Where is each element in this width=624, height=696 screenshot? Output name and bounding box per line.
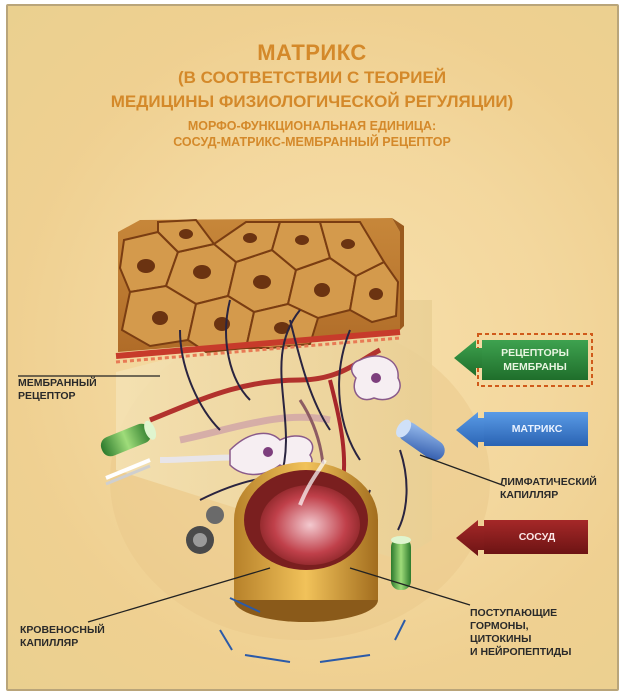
incoming-label-1: ПОСТУПАЮЩИЕ — [470, 607, 558, 619]
legend-receptors-label-1: РЕЦЕПТОРЫ — [501, 347, 569, 359]
subtitle-line-1: (В СООТВЕТСТВИИ С ТЕОРИЕЙ — [177, 68, 447, 87]
receptor-tube — [100, 420, 157, 486]
epithelium-block — [115, 218, 404, 364]
legend-receptors — [454, 333, 593, 387]
immune-cell — [186, 506, 224, 554]
legend-vessel-label: СОСУД — [518, 531, 556, 543]
lymph-capillary-label-2: КАПИЛЛЯР — [500, 489, 559, 501]
blood-capillary-label-1: КРОВЕНОСНЫЙ — [20, 624, 105, 636]
blood-capillary — [234, 459, 378, 622]
subtitle-line-3: МОРФО-ФУНКЦИОНАЛЬНАЯ ЕДИНИЦА: — [187, 119, 437, 133]
legend-receptors-label-2: МЕМБРАНЫ — [503, 361, 567, 373]
membrane-receptor-label-2: РЕЦЕПТОР — [18, 390, 76, 402]
incoming-label-3: ЦИТОКИНЫ — [470, 633, 532, 645]
subtitle-line-4: СОСУД-МАТРИКС-МЕМБРАННЫЙ РЕЦЕПТОР — [173, 135, 451, 149]
legend-vessel — [456, 520, 588, 556]
lymphatic-tube — [396, 419, 445, 461]
blood-capillary-label-2: КАПИЛЛЯР — [20, 637, 79, 649]
membrane-receptor-label-1: МЕМБРАННЫЙ — [18, 377, 97, 389]
diagram-title: МАТРИКС — [257, 40, 367, 65]
fibroblast-cell — [229, 355, 401, 476]
lymph-capillary-label-1: ЛИМФАТИЧЕСКИЙ — [500, 476, 597, 488]
circulation-arrows — [219, 597, 406, 663]
legend-matrix — [456, 412, 588, 448]
green-tube — [391, 536, 411, 590]
incoming-label-2: ГОРМОНЫ, — [470, 620, 529, 632]
legend-matrix-label: МАТРИКС — [511, 423, 563, 435]
incoming-label-4: И НЕЙРОПЕПТИДЫ — [470, 646, 572, 658]
leader-lines — [18, 375, 506, 623]
subtitle-line-2: МЕДИЦИНЫ ФИЗИОЛОГИЧЕСКОЙ РЕГУЛЯЦИИ) — [110, 92, 514, 111]
